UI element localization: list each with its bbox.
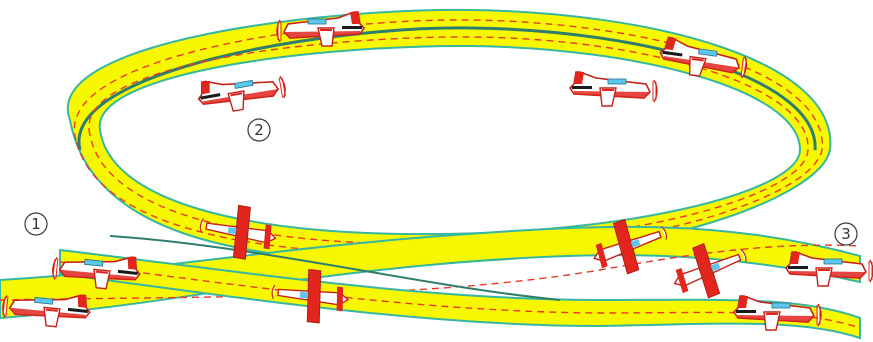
marker-2: 2 xyxy=(248,119,270,141)
marker-1-label: 1 xyxy=(31,215,41,233)
marker-2-label: 2 xyxy=(254,121,264,139)
marker-3: 3 xyxy=(835,223,857,245)
ribbon-crossing-lower xyxy=(0,227,860,338)
marker-3-label: 3 xyxy=(841,225,851,243)
ribbon-loop-outer xyxy=(68,10,831,262)
marker-1: 1 xyxy=(25,213,47,235)
